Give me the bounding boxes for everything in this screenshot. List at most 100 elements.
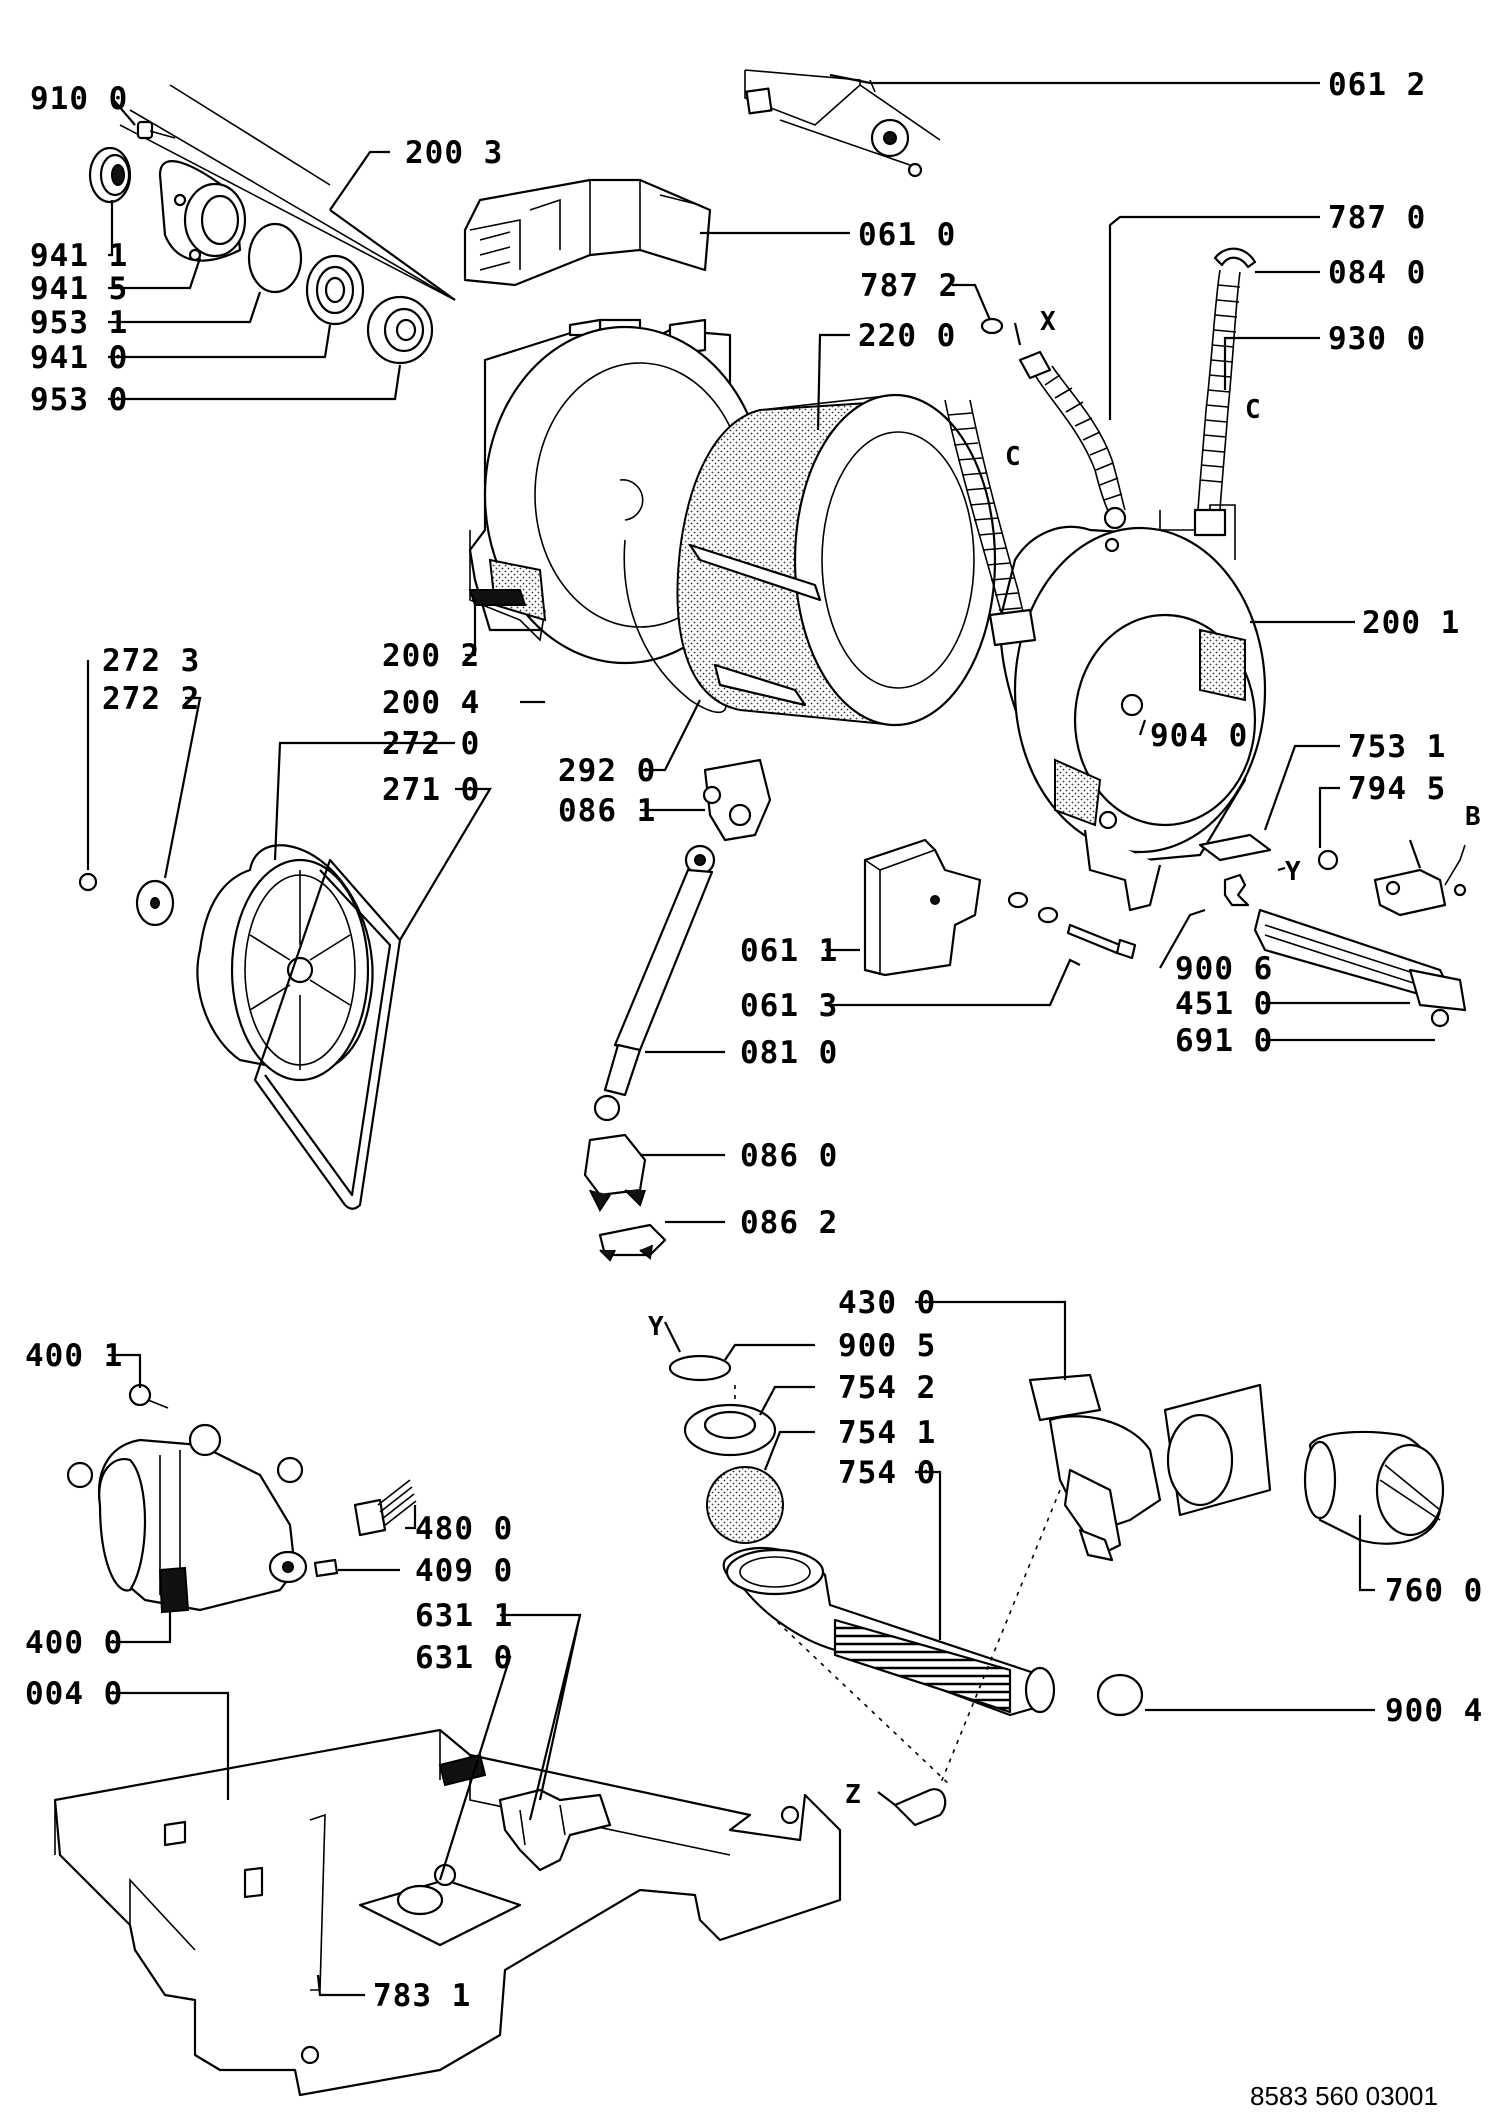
callout-900-4: 900 4 xyxy=(1385,1693,1483,1729)
callout-292-0: 292 0 xyxy=(558,753,656,789)
washer-272-2 xyxy=(135,879,175,927)
tub-drum-group xyxy=(468,318,1272,912)
ring-754-2 xyxy=(683,1403,777,1457)
bracket-086-1 xyxy=(702,758,772,842)
pulley-272-0 xyxy=(196,844,374,1082)
seal-953-1 xyxy=(247,222,303,294)
callout-200-3: 200 3 xyxy=(405,135,503,171)
callout-904-0: 904 0 xyxy=(1150,718,1248,754)
seal-ring-292-0 xyxy=(623,539,727,714)
shock-absorber-081-0 xyxy=(593,844,716,1122)
callout-480-0: 480 0 xyxy=(415,1511,513,1547)
counterweight-061-0 xyxy=(463,178,712,287)
housing-941-5 xyxy=(158,160,247,262)
clip-787-2 xyxy=(980,317,1004,335)
callout-061-0: 061 0 xyxy=(858,217,956,253)
leader-lines xyxy=(86,73,1435,1997)
spring-left xyxy=(944,399,1037,647)
brush-400-1 xyxy=(128,1383,169,1409)
document-number: 8583 560 03001 xyxy=(1250,2081,1438,2111)
marker-z: Z xyxy=(845,1780,861,1810)
top-cover-group xyxy=(463,69,941,287)
callout-061-2: 061 2 xyxy=(1328,67,1426,103)
callout-084-0: 084 0 xyxy=(1328,255,1426,291)
switch-631-0 xyxy=(438,1753,487,1787)
callout-691-0: 691 0 xyxy=(1175,1023,1273,1059)
callout-754-2: 754 2 xyxy=(838,1370,936,1406)
callout-200-1: 200 1 xyxy=(1362,605,1460,641)
callout-941-5: 941 5 xyxy=(30,271,128,307)
sump-hose-754-0 xyxy=(722,1546,1056,1717)
callout-430-0: 430 0 xyxy=(838,1285,936,1321)
callout-941-0: 941 0 xyxy=(30,340,128,376)
callout-631-0: 631 0 xyxy=(415,1640,513,1676)
pulley-belt-group xyxy=(78,844,402,1210)
callout-086-2: 086 2 xyxy=(740,1205,838,1241)
nut-794-5 xyxy=(1317,849,1339,871)
motor-group xyxy=(66,1383,417,1614)
callout-200-4: 200 4 xyxy=(382,685,480,721)
front-tub-200-1 xyxy=(998,504,1272,912)
marker-c-left: C xyxy=(1005,442,1021,472)
bearing-housing-group xyxy=(88,84,456,365)
callout-754-1: 754 1 xyxy=(838,1415,936,1451)
hose-787-0 xyxy=(1018,350,1127,530)
callout-794-5: 794 5 xyxy=(1348,771,1446,807)
callout-409-0: 409 0 xyxy=(415,1553,513,1589)
marker-x: X xyxy=(1040,307,1056,337)
motor-400-0 xyxy=(66,1423,308,1614)
marker-y-upper: Y xyxy=(1285,857,1301,887)
callout-787-0: 787 0 xyxy=(1328,200,1426,236)
callout-930-0: 930 0 xyxy=(1328,321,1426,357)
screw-272-3 xyxy=(78,872,98,892)
springs-hoses-group xyxy=(944,247,1257,647)
callout-631-1: 631 1 xyxy=(415,1598,513,1634)
callout-787-2: 787 2 xyxy=(860,268,958,304)
counterweight-061-1 xyxy=(863,838,982,977)
drain-group xyxy=(668,1354,1445,1827)
callout-272-2: 272 2 xyxy=(102,681,200,717)
callout-400-1: 400 1 xyxy=(25,1338,123,1374)
callout-272-3: 272 3 xyxy=(102,643,200,679)
spring-930-0 xyxy=(1193,269,1241,537)
callout-400-0: 400 0 xyxy=(25,1625,123,1661)
callout-004-0: 004 0 xyxy=(25,1676,123,1712)
filter-760-0 xyxy=(1303,1430,1445,1545)
callout-081-0: 081 0 xyxy=(740,1035,838,1071)
callout-953-1: 953 1 xyxy=(30,305,128,341)
callout-220-0: 220 0 xyxy=(858,318,956,354)
callout-783-1: 783 1 xyxy=(373,1978,471,2014)
marker-c-right: C xyxy=(1245,395,1261,425)
callout-086-1: 086 1 xyxy=(558,793,656,829)
callout-900-5: 900 5 xyxy=(838,1328,936,1364)
pump-430-0 xyxy=(1028,1373,1272,1562)
bracket-086-2 xyxy=(598,1223,667,1262)
bearing-941-0 xyxy=(305,254,365,326)
callout-753-1: 753 1 xyxy=(1348,729,1446,765)
callout-941-1: 941 1 xyxy=(30,238,128,274)
clip-084-0 xyxy=(1213,247,1257,269)
bracket-631-1 xyxy=(498,1788,612,1872)
base-004-0 xyxy=(53,1728,842,2097)
elbow-z xyxy=(893,1788,947,1827)
thermostat-b xyxy=(1373,844,1467,917)
callout-760-0: 760 0 xyxy=(1385,1573,1483,1609)
marker-letters: X C C Y B Y Z xyxy=(648,307,1481,1810)
nut-691-0 xyxy=(1430,1008,1450,1028)
drum-220-0 xyxy=(676,393,997,727)
clip-900-6 xyxy=(1223,873,1250,907)
callout-910-0: 910 0 xyxy=(30,81,128,117)
belt-271-0 xyxy=(253,858,402,1210)
seal-953-0 xyxy=(366,295,434,365)
shock-absorber-group xyxy=(583,758,772,1262)
bolt-910-0 xyxy=(136,120,176,140)
weight-heater-group xyxy=(863,838,1467,1028)
connector-480-0 xyxy=(353,1479,417,1537)
bracket-086-0 xyxy=(583,1133,647,1212)
callout-272-0: 272 0 xyxy=(382,726,480,762)
marker-y-lower: Y xyxy=(648,1312,664,1342)
heater-451-0 xyxy=(1253,908,1467,1012)
clamp-900-4 xyxy=(1096,1673,1144,1717)
connector-409-0 xyxy=(313,1558,339,1578)
